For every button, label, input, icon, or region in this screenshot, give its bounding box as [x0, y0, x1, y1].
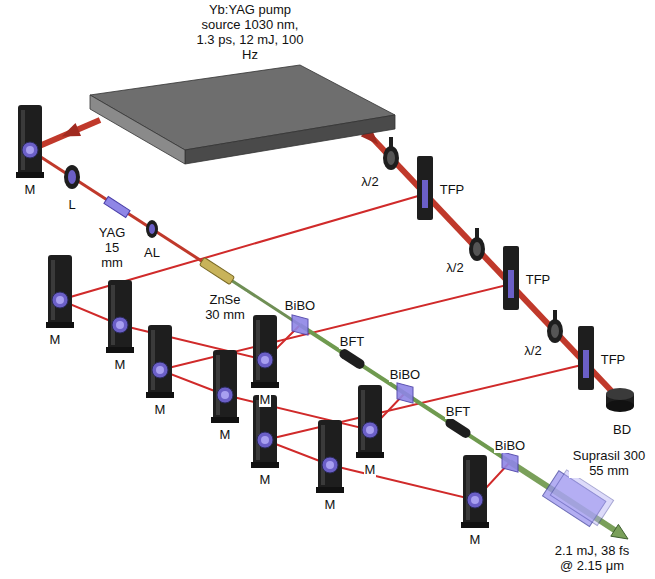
- yag-crystal: [104, 197, 130, 218]
- crystal-label: YAG 15 mm: [92, 225, 132, 270]
- mirror-label: M: [24, 182, 37, 197]
- part-label: BFT: [445, 404, 472, 419]
- mirror-label: M: [469, 532, 482, 547]
- aspheric-lens: [146, 220, 158, 238]
- label-slot: YAG 15 mm: [92, 225, 132, 271]
- polarizer-label: TFP: [525, 272, 552, 287]
- znse-crystal: [199, 257, 234, 284]
- lens: [64, 165, 80, 189]
- label-slot: λ/2: [445, 258, 464, 276]
- label-slot: BFT: [339, 332, 366, 350]
- beam-dump: [606, 388, 634, 412]
- label-slot: TFP: [600, 350, 627, 368]
- label-slot: M: [154, 400, 167, 418]
- label-slot: TFP: [525, 270, 552, 288]
- label-slot: λ/2: [360, 172, 379, 190]
- part-label: BFT: [339, 334, 366, 349]
- waveplate: [547, 310, 563, 343]
- bibo-crystal: [397, 383, 413, 403]
- mirror-label: M: [259, 392, 272, 407]
- source-heading: Yb:YAG pump source 1030 nm, 1.3 ps, 12 m…: [195, 2, 305, 62]
- beam-arrow: [59, 123, 81, 143]
- output-arrow: [611, 524, 628, 539]
- box-face: [90, 65, 395, 150]
- label-slot: TFP: [439, 180, 466, 198]
- mirror: [316, 420, 344, 493]
- seed-beam: [30, 150, 217, 271]
- label-slot: Suprasil 300 55 mm: [569, 448, 649, 479]
- waveplate-label: λ/2: [360, 174, 379, 189]
- label-slot: M: [49, 330, 62, 348]
- mirror-label: M: [114, 357, 127, 372]
- box-face: [185, 115, 395, 164]
- pump-source: Yb:YAG pump source 1030 nm, 1.3 ps, 12 m…: [85, 2, 400, 167]
- output-label: 2.1 mJ, 38 fs @ 2.15 μm: [549, 543, 635, 573]
- waveplate: [469, 228, 485, 261]
- mirror-label: M: [324, 497, 337, 512]
- mirror: [356, 385, 384, 458]
- mirror-label: M: [219, 427, 232, 442]
- label-slot: M: [364, 460, 377, 478]
- lens-label: L: [67, 197, 76, 212]
- label-slot: M: [24, 180, 37, 198]
- box-face: [90, 95, 185, 164]
- pump-path: [60, 194, 425, 360]
- label-slot: AL: [143, 243, 161, 261]
- waveplate-label: λ/2: [445, 260, 464, 275]
- mirror-label: M: [364, 462, 377, 477]
- label-slot: M: [259, 470, 272, 488]
- label-slot: BFT: [445, 402, 472, 420]
- label-slot: M: [324, 495, 337, 513]
- mirror: [461, 455, 489, 528]
- bibo-crystal: [502, 452, 518, 472]
- polarizer-label: TFP: [600, 352, 627, 367]
- part-label: BD: [612, 422, 632, 437]
- polarizer-label: TFP: [439, 182, 466, 197]
- crystal-label: BiBO: [284, 298, 316, 313]
- label-slot: BD: [612, 420, 632, 438]
- mirror: [211, 350, 239, 423]
- label-slot: λ/2: [523, 341, 542, 359]
- thin-film-polarizer: [503, 246, 519, 310]
- waveplate: [383, 137, 399, 170]
- lens-label: AL: [143, 245, 161, 260]
- label-slot: ZnSe 30 mm: [203, 292, 247, 323]
- pump-beam: [360, 125, 620, 400]
- crystal-label: BiBO: [494, 438, 526, 453]
- label-slot: M: [114, 355, 127, 373]
- mirror: [146, 325, 174, 398]
- label-slot: 2.1 mJ, 38 fs @ 2.15 μm: [549, 543, 635, 574]
- beam-transport: [338, 347, 367, 371]
- thin-film-polarizer: [417, 156, 433, 220]
- pump-path: [160, 284, 511, 430]
- label-slot: BiBO: [494, 436, 526, 454]
- label-slot: M: [219, 425, 232, 443]
- mirror: [46, 255, 74, 328]
- thin-film-polarizer: [578, 326, 594, 390]
- label-slot: BiBO: [389, 365, 421, 383]
- mirror: [106, 280, 134, 353]
- mirror-label: M: [49, 332, 62, 347]
- beam-transport: [444, 416, 473, 440]
- label-slot: BiBO: [284, 296, 316, 314]
- plate-label: Suprasil 300 55 mm: [569, 448, 649, 478]
- label-slot: M: [469, 530, 482, 548]
- crystal-label: ZnSe 30 mm: [203, 292, 247, 322]
- label-slot: L: [67, 195, 76, 213]
- label-slot: M: [259, 390, 272, 408]
- mirror: [16, 105, 44, 178]
- mirror-label: M: [154, 402, 167, 417]
- mirror-label: M: [259, 472, 272, 487]
- bibo-crystal: [292, 315, 308, 335]
- crystal-label: BiBO: [389, 367, 421, 382]
- mirror: [251, 315, 279, 388]
- waveplate-label: λ/2: [523, 343, 542, 358]
